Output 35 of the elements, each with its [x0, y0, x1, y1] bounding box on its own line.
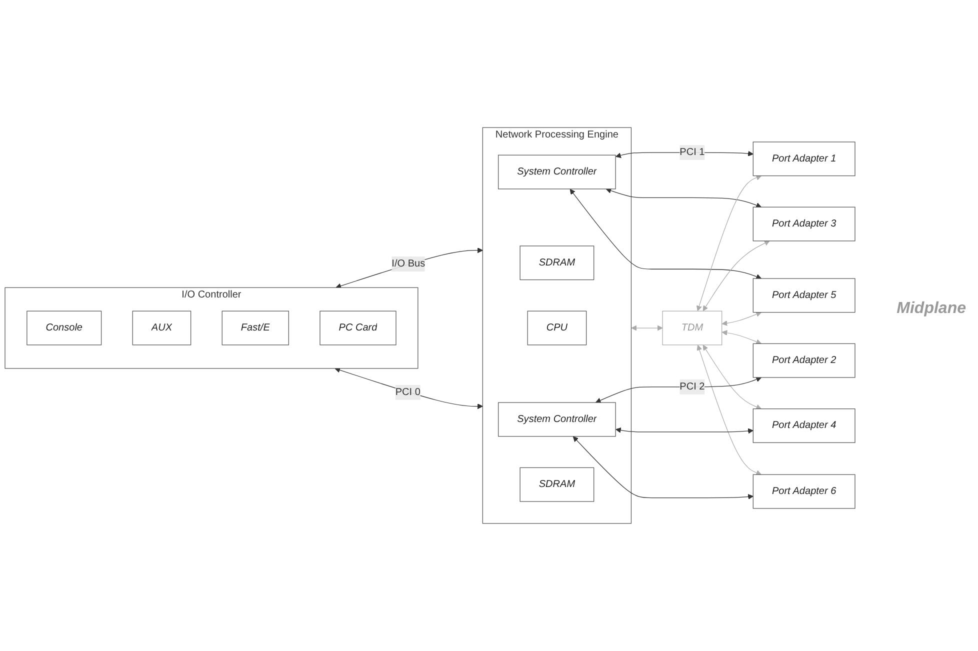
node-box: SDRAM — [520, 467, 594, 502]
node-box: PC Card — [320, 310, 396, 346]
arrow — [696, 344, 762, 476]
edge-label: PCI 0 — [395, 386, 420, 398]
arrow — [336, 248, 483, 289]
node-box: Port Adapter 5 — [752, 278, 856, 313]
arrow — [722, 312, 762, 326]
arrow — [616, 428, 754, 434]
node-box: Port Adapter 6 — [752, 474, 856, 509]
node-box: Port Adapter 1 — [752, 142, 856, 176]
edge-label: I/O Bus — [392, 258, 426, 269]
arrow — [606, 188, 762, 208]
midplane-label: Midplane — [896, 300, 966, 318]
node-box: Fast/E — [222, 310, 289, 346]
node-box: TDM — [662, 310, 722, 346]
node-box: Port Adapter 4 — [752, 408, 856, 443]
arrow — [722, 330, 762, 344]
arrow — [702, 344, 762, 410]
arrow — [570, 188, 762, 280]
arrow — [572, 436, 754, 500]
node-box: Console — [26, 310, 102, 346]
node-box: System Controller — [498, 402, 616, 437]
node-box: CPU — [527, 310, 587, 346]
arrow — [702, 240, 770, 312]
edge-label: PCI 1 — [680, 146, 705, 158]
node-box: AUX — [132, 310, 192, 346]
edge-label: PCI 2 — [680, 381, 705, 392]
node-box: Port Adapter 3 — [752, 206, 856, 242]
node-box: Port Adapter 2 — [752, 343, 856, 378]
arrow — [334, 367, 483, 410]
node-box: System Controller — [498, 154, 616, 190]
arrow — [631, 325, 663, 331]
arrow — [596, 376, 762, 403]
node-box: SDRAM — [520, 246, 594, 280]
arrow — [696, 175, 762, 312]
